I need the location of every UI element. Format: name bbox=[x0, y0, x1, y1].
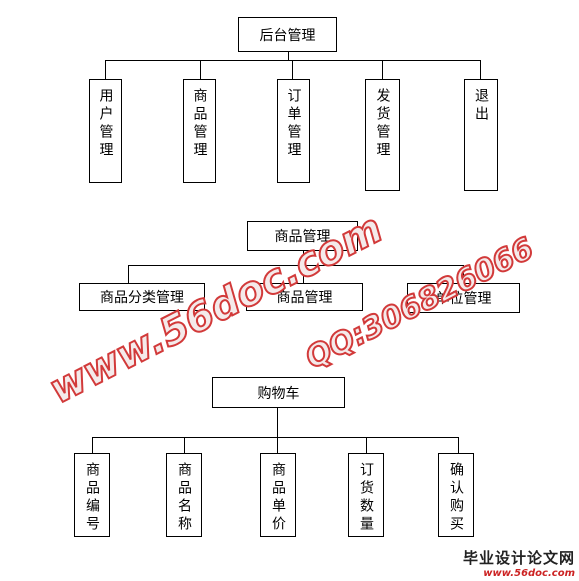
admin-child-user: 用户管理 bbox=[89, 79, 122, 183]
admin-drop-3 bbox=[292, 60, 293, 80]
admin-bus bbox=[105, 60, 481, 61]
admin-root-node: 后台管理 bbox=[238, 17, 337, 52]
cart-root-node: 购物车 bbox=[212, 377, 345, 408]
goods-child-category: 商品分类管理 bbox=[79, 283, 205, 311]
cart-child-price: 商品单价 bbox=[260, 453, 296, 537]
goods-bus bbox=[128, 265, 464, 266]
cart-child-name: 商品名称 bbox=[166, 453, 202, 537]
admin-child-goods: 商品管理 bbox=[183, 79, 216, 183]
admin-drop-5 bbox=[480, 60, 481, 80]
goods-drop-3 bbox=[463, 265, 464, 283]
logo-url: www.56doc.com bbox=[483, 568, 575, 579]
cart-trunk bbox=[277, 408, 278, 437]
cart-drop-4 bbox=[366, 437, 367, 453]
goods-root-node: 商品管理 bbox=[247, 221, 358, 251]
goods-trunk bbox=[303, 251, 304, 265]
goods-drop-2 bbox=[303, 265, 304, 283]
cart-drop-2 bbox=[184, 437, 185, 453]
site-logo: 毕业设计论文网 www.56doc.com bbox=[463, 547, 575, 579]
admin-child-exit: 退出 bbox=[464, 79, 498, 191]
admin-drop-1 bbox=[105, 60, 106, 80]
goods-child-unit: 单位管理 bbox=[407, 283, 520, 313]
admin-child-shipping: 发货管理 bbox=[365, 79, 400, 191]
admin-drop-4 bbox=[382, 60, 383, 80]
cart-child-id: 商品编号 bbox=[74, 453, 110, 537]
cart-drop-1 bbox=[92, 437, 93, 453]
goods-drop-1 bbox=[128, 265, 129, 283]
goods-child-goods: 商品管理 bbox=[246, 283, 363, 311]
cart-bus bbox=[92, 437, 459, 438]
admin-drop-2 bbox=[200, 60, 201, 80]
admin-child-order: 订单管理 bbox=[277, 79, 310, 183]
cart-child-quantity: 订货数量 bbox=[348, 453, 384, 537]
cart-drop-3 bbox=[277, 437, 278, 453]
cart-drop-5 bbox=[458, 437, 459, 453]
admin-trunk bbox=[288, 52, 289, 60]
logo-title: 毕业设计论文网 bbox=[462, 549, 575, 567]
cart-child-confirm: 确认购买 bbox=[438, 453, 474, 537]
